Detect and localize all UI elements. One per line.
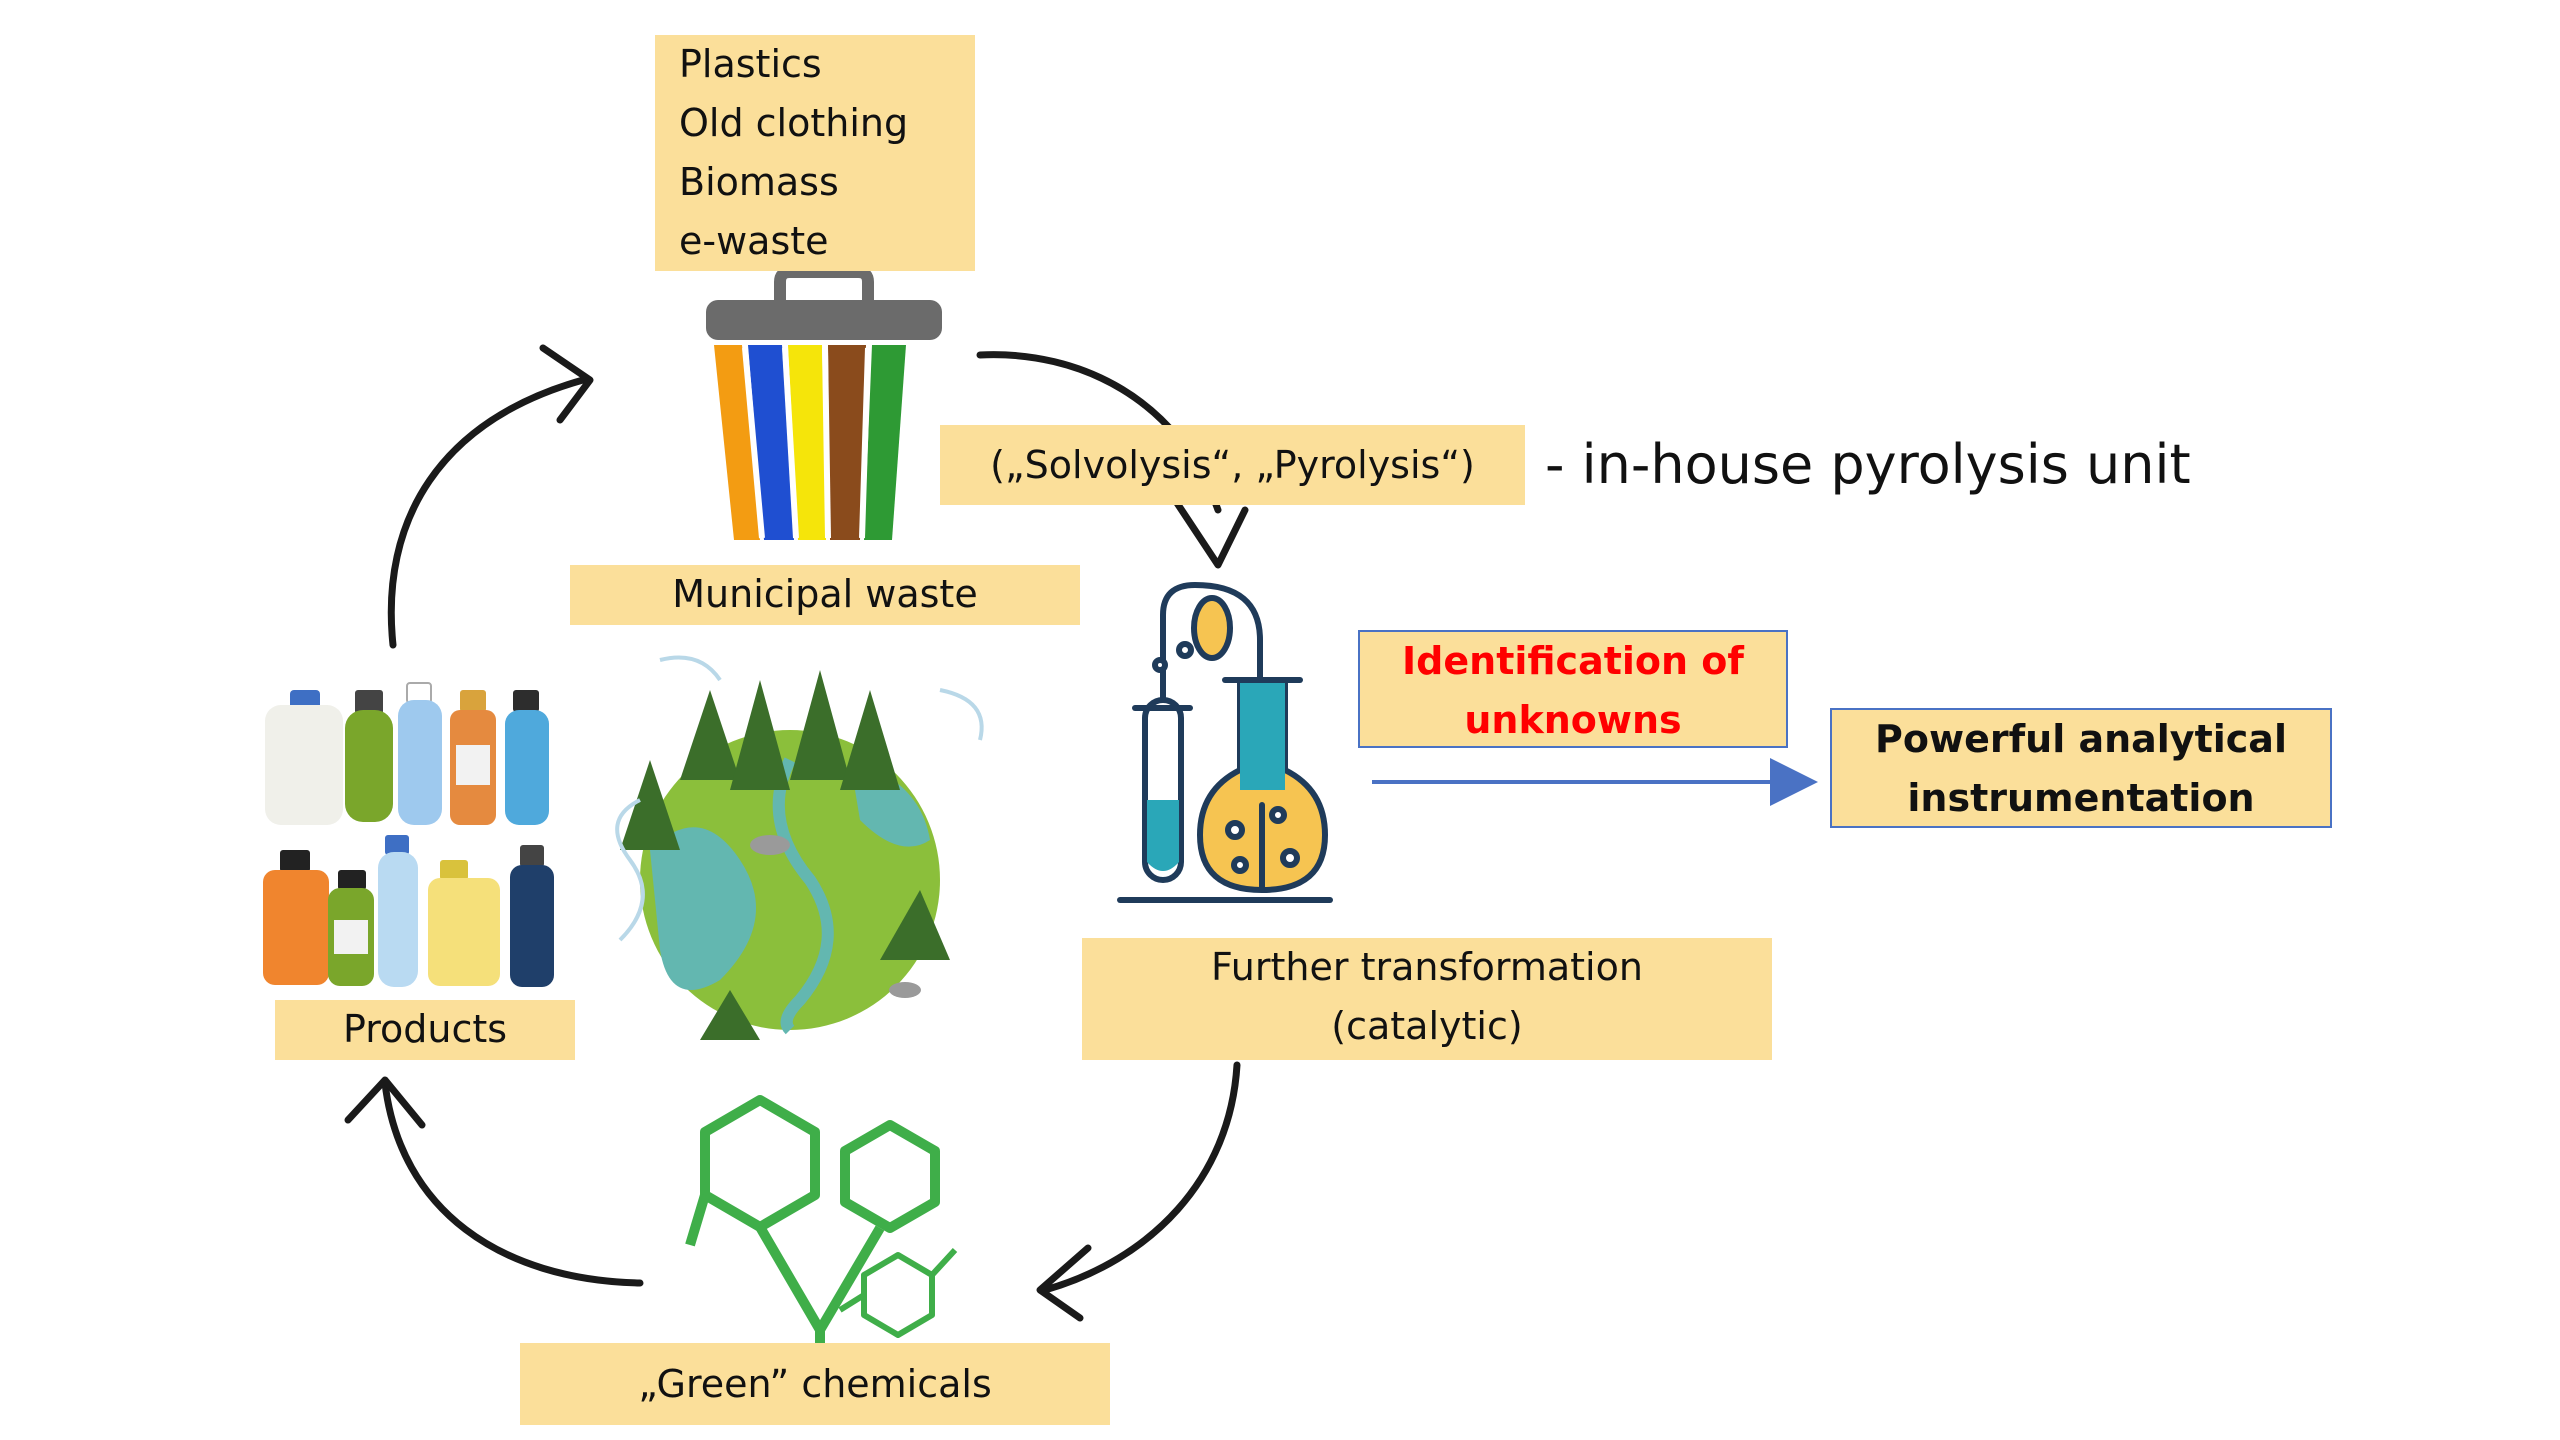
waste-source-old-clothing: Old clothing xyxy=(679,101,909,145)
instrumentation-box: Powerful analytical instrumentation xyxy=(1830,708,2332,828)
further-transformation-box: Further transformation (catalytic) xyxy=(1082,938,1772,1060)
transformation-line-2: (catalytic) xyxy=(1331,1004,1523,1048)
cycle-arrow-top-left xyxy=(387,344,594,649)
recycle-bin-icon xyxy=(706,266,942,540)
cycle-arrow-bottom-left xyxy=(344,1076,644,1287)
waste-source-plastics: Plastics xyxy=(679,42,822,86)
cycle-arrow-bottom-right xyxy=(1036,1061,1241,1322)
identification-line-2: unknowns xyxy=(1464,698,1682,742)
process-text: („Solvolysis“, „Pyrolysis“) xyxy=(990,443,1475,487)
molecule-plant-icon xyxy=(685,1095,958,1370)
identification-line-1: Identification of xyxy=(1402,639,1744,683)
waste-sources-box: Plastics Old clothing Biomass e-waste xyxy=(655,35,975,271)
lab-glassware-icon xyxy=(1117,581,1333,903)
products-text: Products xyxy=(342,1007,508,1051)
green-chemicals-label: „Green” chemicals xyxy=(520,1343,1110,1425)
bottles-icon xyxy=(263,682,554,987)
instrumentation-line-2: instrumentation xyxy=(1907,776,2255,820)
waste-source-biomass: Biomass xyxy=(679,160,839,204)
identification-box: Identification of unknowns xyxy=(1358,630,1788,748)
inhouse-pyrolysis-note: - in-house pyrolysis unit xyxy=(1545,433,2191,496)
instrumentation-line-1: Powerful analytical xyxy=(1875,717,2287,761)
municipal-waste-text: Municipal waste xyxy=(672,572,978,616)
products-label: Products xyxy=(275,1000,575,1060)
transformation-line-1: Further transformation xyxy=(1211,945,1643,989)
earth-globe-icon xyxy=(615,655,984,1040)
waste-source-e-waste: e-waste xyxy=(679,219,829,263)
municipal-waste-label: Municipal waste xyxy=(570,565,1080,625)
process-label: („Solvolysis“, „Pyrolysis“) xyxy=(940,425,1525,505)
green-chemicals-text: „Green” chemicals xyxy=(638,1362,992,1406)
